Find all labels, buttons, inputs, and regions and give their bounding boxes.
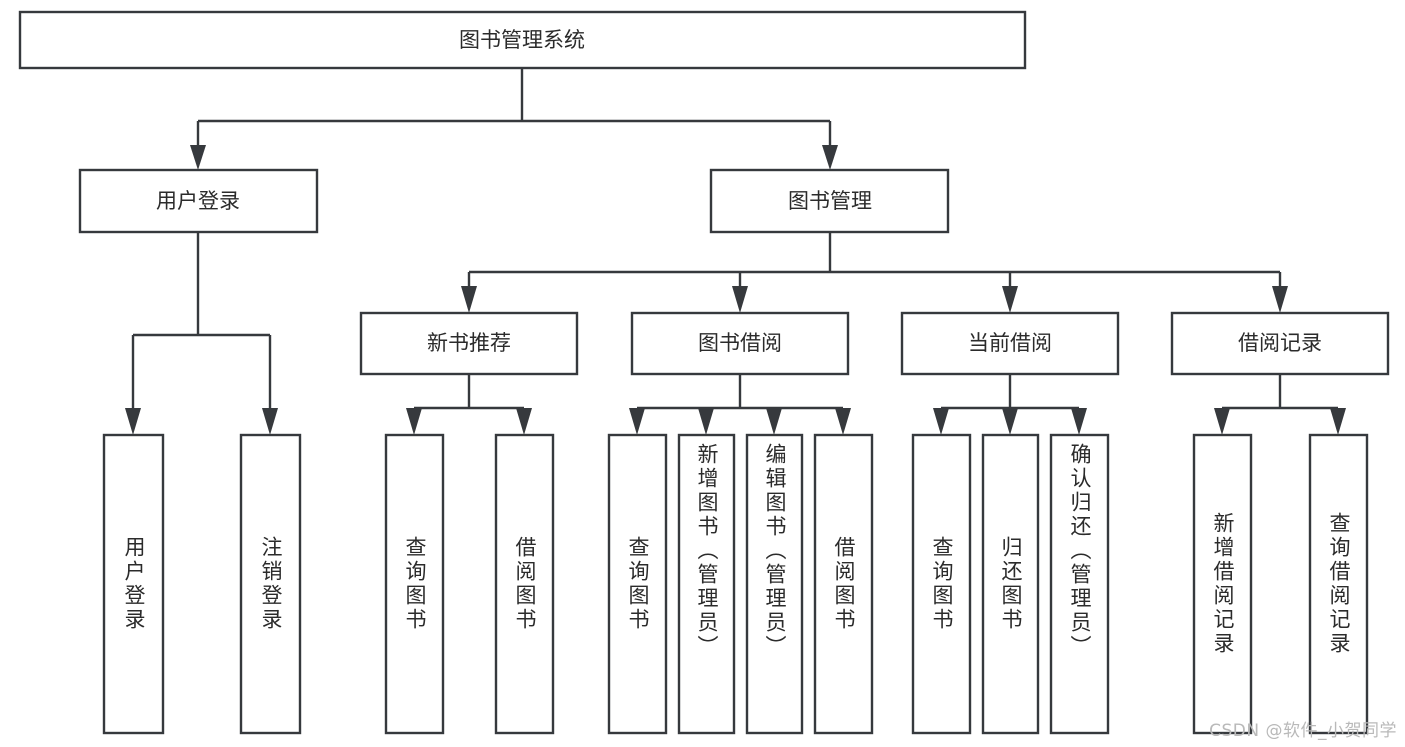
node-new-book-rec-box[interactable] bbox=[359, 311, 579, 376]
arrowhead-leaf-return-book bbox=[1002, 408, 1018, 435]
node-new-book-rec[interactable]: 新书推荐 bbox=[359, 311, 579, 376]
leaf-add-book-box[interactable] bbox=[677, 433, 736, 735]
leaf-query-record-box[interactable] bbox=[1308, 433, 1369, 735]
arrowhead-current-borrow bbox=[1002, 286, 1018, 313]
node-borrow-record-label: 借阅记录 bbox=[1238, 331, 1322, 355]
arrowhead-leaf-borrow-book-1 bbox=[516, 408, 532, 435]
arrowhead-borrow-record bbox=[1272, 286, 1288, 313]
arrowhead-leaf-edit-book bbox=[766, 408, 782, 435]
leaf-box-group bbox=[102, 433, 1369, 735]
node-user-login-box[interactable] bbox=[78, 168, 319, 234]
arrowhead-new-book-rec bbox=[461, 286, 477, 313]
node-book-manage-label: 图书管理 bbox=[788, 189, 872, 213]
arrowhead-leaf-add-book bbox=[698, 408, 714, 435]
node-user-login-label: 用户登录 bbox=[156, 189, 240, 213]
leaf-query-book-3-box[interactable] bbox=[911, 433, 972, 735]
arrowhead-leaf-query-book-1 bbox=[406, 408, 422, 435]
leaf-add-record-box[interactable] bbox=[1192, 433, 1253, 735]
leaf-user-logout-box[interactable] bbox=[239, 433, 302, 735]
arrowhead-leaf-add-record bbox=[1214, 408, 1230, 435]
leaf-user-login-box[interactable] bbox=[102, 433, 165, 735]
node-current-borrow-label: 当前借阅 bbox=[968, 331, 1052, 355]
node-title-box[interactable] bbox=[18, 10, 1027, 70]
arrowhead-leaf-confirm-return bbox=[1071, 408, 1087, 435]
leaf-borrow-book-1-box[interactable] bbox=[494, 433, 555, 735]
node-book-borrow[interactable]: 图书借阅 bbox=[630, 311, 850, 376]
leaf-return-book-box[interactable] bbox=[981, 433, 1040, 735]
node-book-manage-box[interactable] bbox=[709, 168, 950, 234]
node-title-label: 图书管理系统 bbox=[459, 28, 585, 52]
node-new-book-rec-label: 新书推荐 bbox=[427, 331, 511, 355]
leaf-query-book-2-box[interactable] bbox=[607, 433, 668, 735]
arrowhead-leaf-query-book-3 bbox=[933, 408, 949, 435]
node-user-login[interactable]: 用户登录 bbox=[78, 168, 319, 234]
node-current-borrow[interactable]: 当前借阅 bbox=[900, 311, 1120, 376]
leaf-query-book-1-box[interactable] bbox=[384, 433, 445, 735]
node-book-manage[interactable]: 图书管理 bbox=[709, 168, 950, 234]
node-book-borrow-box[interactable] bbox=[630, 311, 850, 376]
node-book-borrow-label: 图书借阅 bbox=[698, 331, 782, 355]
arrowhead-user-login bbox=[190, 145, 206, 170]
arrowhead-leaf-user-logout bbox=[262, 408, 278, 435]
leaf-edit-book-box[interactable] bbox=[745, 433, 804, 735]
leaf-borrow-book-2-box[interactable] bbox=[813, 433, 874, 735]
arrowhead-book-borrow bbox=[732, 286, 748, 313]
arrowhead-leaf-user-login bbox=[125, 408, 141, 435]
arrowhead-leaf-query-book-2 bbox=[629, 408, 645, 435]
connector-group bbox=[125, 68, 1346, 435]
node-title[interactable]: 图书管理系统 bbox=[18, 10, 1027, 70]
node-borrow-record-box[interactable] bbox=[1170, 311, 1390, 376]
leaf-confirm-return-box[interactable] bbox=[1049, 433, 1110, 735]
arrowhead-leaf-query-record bbox=[1330, 408, 1346, 435]
node-borrow-record[interactable]: 借阅记录 bbox=[1170, 311, 1390, 376]
node-current-borrow-box[interactable] bbox=[900, 311, 1120, 376]
arrowhead-book-manage bbox=[822, 145, 838, 170]
arrowhead-leaf-borrow-book-2 bbox=[835, 408, 851, 435]
watermark-text: CSDN @软件_小贺同学 bbox=[1209, 721, 1397, 741]
